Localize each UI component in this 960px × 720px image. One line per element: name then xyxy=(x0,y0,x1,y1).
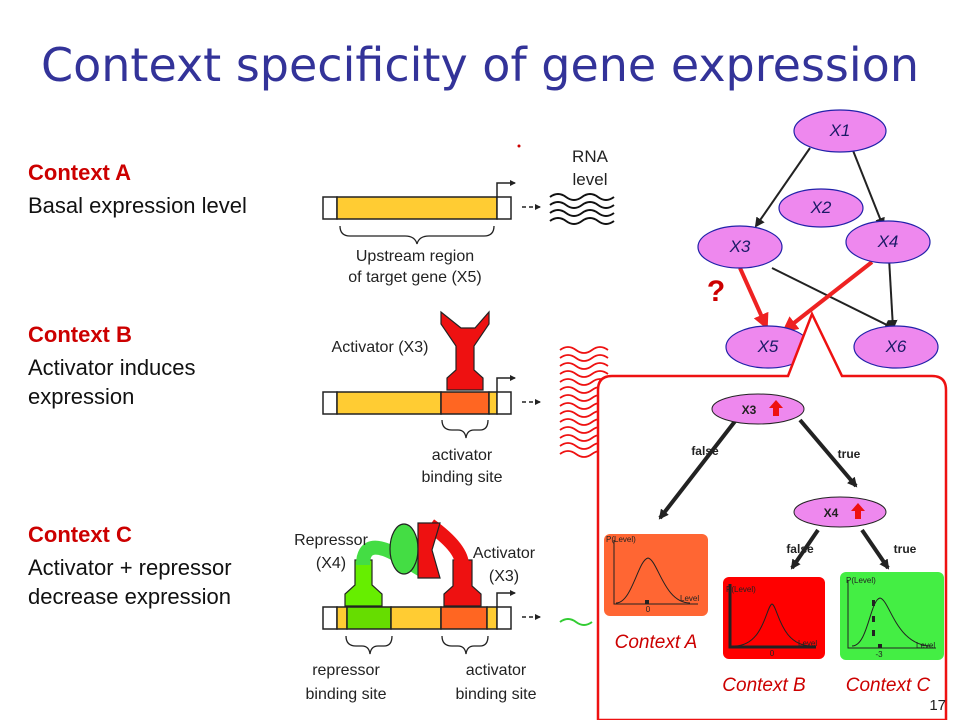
context-a-heading: Context A xyxy=(28,160,132,185)
slide-number: 17 xyxy=(929,697,946,714)
node-x2 xyxy=(778,188,864,228)
panel-a-tick: 0 xyxy=(645,605,651,614)
rna-level-label-line2: level xyxy=(572,170,608,189)
callout-context-b: Context B xyxy=(722,675,806,696)
tree-child-label: X4 xyxy=(823,506,839,520)
node-x1-label: X1 xyxy=(829,121,851,140)
gene-context-c xyxy=(322,590,541,655)
callout-context-a: Context A xyxy=(614,632,698,653)
node-x4-label: X4 xyxy=(877,232,899,251)
upstream-region-label-line2: of target gene (X5) xyxy=(348,269,482,286)
activator-binding-site-c-label-line1: activator xyxy=(465,662,527,679)
repressor-binding-site-label-line2: binding site xyxy=(305,686,387,703)
node-x1 xyxy=(793,109,887,153)
node-x3 xyxy=(697,225,783,269)
up-arrow-icon-2 xyxy=(851,503,865,519)
panel-a-y-label: P(Level) xyxy=(606,535,636,544)
tree-false-root: false xyxy=(691,444,719,458)
gene-context-a xyxy=(322,180,541,245)
node-x2-label: X2 xyxy=(810,198,832,217)
page-title: Context specificity of gene expression xyxy=(41,38,919,92)
node-x4 xyxy=(845,220,931,264)
node-x6-label: X6 xyxy=(885,337,907,356)
node-x6 xyxy=(853,325,939,369)
context-c-desc-line2: decrease expression xyxy=(28,584,232,609)
tree-false-child: false xyxy=(786,542,814,556)
activator-binding-site-label-line1: activator xyxy=(431,447,493,464)
activator-binding-site-c-label-line2: binding site xyxy=(455,686,537,703)
panel-c-y-label: P(Level) xyxy=(846,576,876,585)
question-mark: ? xyxy=(706,275,726,308)
panel-context-a xyxy=(604,534,708,616)
repressor-x4-label-line1: Repressor xyxy=(294,532,368,549)
activator-x3-label: Activator (X3) xyxy=(331,339,429,356)
callout-context-c: Context C xyxy=(845,675,931,696)
repressor-x4-label-line2: (X4) xyxy=(315,555,347,572)
panel-b-y-label: P(Level) xyxy=(726,585,756,594)
panel-c-tick: -3 xyxy=(875,650,883,659)
network-red-edges xyxy=(738,260,874,333)
panel-b-x-label: Level xyxy=(798,639,818,648)
node-x5-label: X5 xyxy=(757,337,779,356)
context-b-desc-line2: expression xyxy=(28,384,135,409)
activator-binding-site-label-line2: binding site xyxy=(421,469,503,486)
context-b-desc-line1: Activator induces xyxy=(28,355,196,380)
context-a-desc: Basal expression level xyxy=(28,193,247,218)
tree-true-child: true xyxy=(893,542,917,556)
upstream-region-label-line1: Upstream region xyxy=(355,248,475,265)
panel-context-b xyxy=(723,577,825,659)
rna-level-label-line1: RNA xyxy=(572,147,608,166)
gene-context-b xyxy=(322,375,541,439)
tree-node-x3 xyxy=(711,393,805,425)
context-c-desc-line1: Activator + repressor xyxy=(28,555,232,580)
tree-node-x4 xyxy=(793,496,887,528)
rna-wave-a xyxy=(549,193,615,225)
up-arrow-icon xyxy=(769,400,783,416)
panel-c-x-label: Level xyxy=(916,641,936,650)
repressor-binding-site-label-line1: repressor xyxy=(312,662,380,679)
activator-x3-c-label-line2: (X3) xyxy=(488,568,520,585)
node-x3-label: X3 xyxy=(729,237,751,256)
panel-a-x-label: Level xyxy=(680,594,700,603)
rna-wave-c xyxy=(559,618,593,626)
network-edges xyxy=(754,147,898,330)
tree-root-label: X3 xyxy=(741,403,757,417)
tree-edges xyxy=(658,418,890,570)
repressor-activator-complex xyxy=(344,519,482,607)
panel-context-c xyxy=(840,572,944,660)
activator-x3-c-label-line1: Activator xyxy=(472,545,536,562)
activator-protein-b xyxy=(440,310,490,391)
context-b-heading: Context B xyxy=(28,322,132,347)
panel-b-tick: 0 xyxy=(769,649,775,658)
tree-true-root: true xyxy=(837,447,861,461)
context-c-heading: Context C xyxy=(28,522,132,547)
